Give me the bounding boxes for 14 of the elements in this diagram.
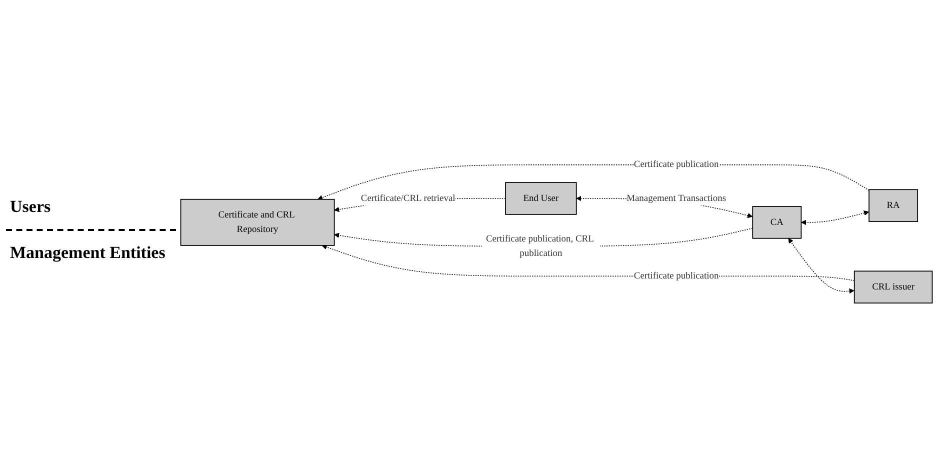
arrow bbox=[800, 210, 870, 225]
node-box: Certificate and CRL Repository bbox=[180, 198, 335, 246]
node-box: CRL issuer bbox=[854, 270, 933, 304]
arrow bbox=[788, 238, 854, 294]
edge-label: Certificate/CRL retrieval bbox=[360, 192, 456, 203]
zone-label: Management Entities bbox=[9, 242, 166, 264]
zone-label: Users bbox=[9, 196, 52, 218]
edge-label: Management Transactions bbox=[626, 192, 726, 203]
node-box: RA bbox=[868, 188, 918, 222]
edge-label: Certificate publication bbox=[634, 270, 719, 280]
edge-label: Certificate publication, CRL publication bbox=[486, 234, 594, 258]
node-box: CA bbox=[752, 206, 802, 238]
edge-label: Certificate publication bbox=[634, 159, 719, 170]
node-box: End User bbox=[505, 182, 577, 214]
